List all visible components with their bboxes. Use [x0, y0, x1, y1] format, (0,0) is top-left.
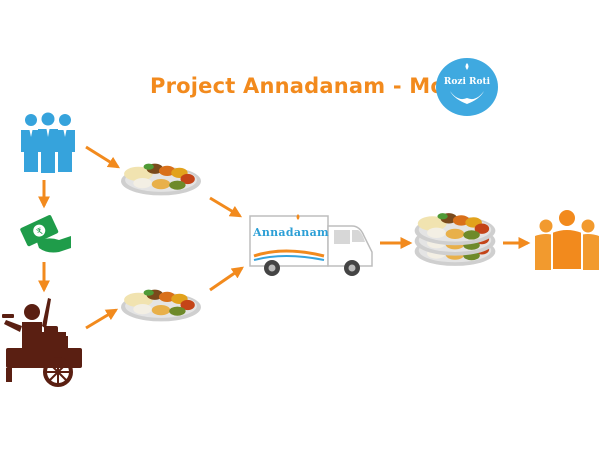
rozi-roti-logo: Rozi Roti [436, 58, 498, 116]
logo-hands-icon [450, 63, 484, 104]
arrow-thali-to-van [209, 196, 243, 218]
arrow-donors-to-thali [85, 145, 121, 169]
arrow-cook-to-thali [85, 308, 119, 330]
people-group-icon [21, 112, 75, 173]
money-hand-icon: ₹ [20, 215, 71, 253]
logo-text: Rozi Roti [443, 77, 491, 87]
people-group-icon-beneficiaries [535, 208, 599, 270]
food-van-icon [249, 214, 373, 276]
food-thali-icon-lower [121, 289, 201, 322]
arrow-thali-to-van-lower [209, 266, 244, 292]
diagram-title: Project Annadanam - Model [150, 74, 483, 98]
street-cook-icon [2, 298, 82, 387]
svg-text:₹: ₹ [35, 227, 45, 239]
food-thali-stack-icon [414, 213, 496, 266]
van-label: Annadanam [253, 226, 329, 239]
food-thali-icon [121, 163, 201, 196]
